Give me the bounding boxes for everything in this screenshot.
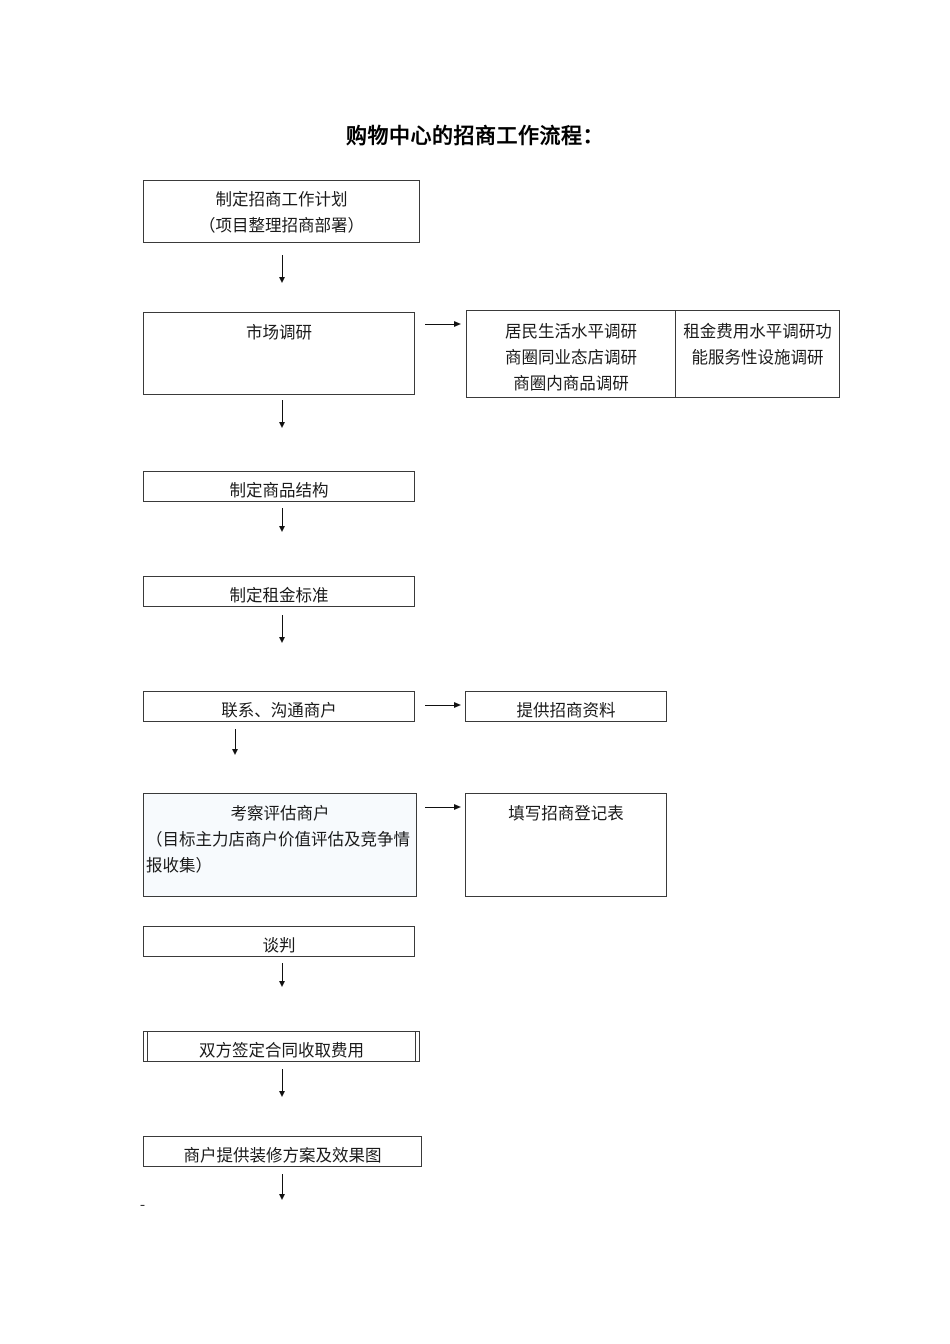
flow-box-plan[interactable]: 制定招商工作计划 （项目整理招商部署） <box>143 180 420 243</box>
flow-box-evaluate-line2: （目标主力店商户价值评估及竞争情 <box>146 830 410 849</box>
arrow-down-negotiation-to-contract <box>277 963 288 987</box>
arrow-down-contact-to-evaluate <box>230 729 241 755</box>
flow-box-negotiation[interactable]: 谈判 <box>143 926 415 957</box>
arrow-down-rent-to-contact <box>277 615 288 643</box>
flow-box-provide-materials[interactable]: 提供招商资料 <box>465 691 667 722</box>
trailing-dash-mark: - <box>140 1197 145 1213</box>
flow-box-plan-line2: （项目整理招商部署） <box>199 216 364 235</box>
flow-box-contact-merchant-line1: 联系、沟通商户 <box>221 701 337 720</box>
flow-box-sign-contract[interactable]: 双方签定合同收取费用 <box>143 1031 420 1062</box>
flow-box-product-structure[interactable]: 制定商品结构 <box>143 471 415 502</box>
flow-box-market-research-line1: 市场调研 <box>246 323 312 342</box>
flow-box-evaluate-line1: 考察评估商户 <box>230 804 330 823</box>
page-title: 购物中心的招商工作流程： <box>346 124 604 148</box>
arrow-down-research-to-structure <box>277 400 288 428</box>
arrow-right-contact-to-materials <box>425 700 461 711</box>
arrow-down-decoration-to-end <box>277 1174 288 1200</box>
research-left-item-1: 居民生活水平调研 <box>505 322 637 341</box>
arrow-down-contract-to-decoration <box>277 1069 288 1097</box>
flow-box-sign-contract-line1: 双方签定合同收取费用 <box>199 1041 364 1060</box>
flow-box-evaluate-line3: 报收集） <box>146 856 212 875</box>
arrow-right-research-to-table <box>425 319 461 330</box>
research-right-item-1: 租金费用水平调研功 <box>683 322 832 341</box>
flow-box-decoration-plan[interactable]: 商户提供装修方案及效果图 <box>143 1136 422 1167</box>
flow-box-market-research[interactable]: 市场调研 <box>143 312 415 395</box>
flow-box-registration-form[interactable]: 填写招商登记表 <box>465 793 667 897</box>
research-table-column-right: 租金费用水平调研功 能服务性设施调研 <box>676 311 839 397</box>
research-table-column-left: 居民生活水平调研 商圈同业态店调研 商圈内商品调研 <box>467 311 676 397</box>
flow-box-decoration-plan-line1: 商户提供装修方案及效果图 <box>183 1146 382 1165</box>
research-right-item-2: 能服务性设施调研 <box>691 348 824 367</box>
flow-box-product-structure-line1: 制定商品结构 <box>229 481 329 500</box>
flow-box-contact-merchant[interactable]: 联系、沟通商户 <box>143 691 415 722</box>
flow-box-negotiation-line1: 谈判 <box>262 936 296 955</box>
flow-box-evaluate-merchant[interactable]: 考察评估商户 （目标主力店商户价值评估及竞争情 报收集） <box>143 793 417 897</box>
flow-box-provide-materials-line1: 提供招商资料 <box>516 701 616 720</box>
arrow-down-plan-to-research <box>277 255 288 283</box>
research-left-item-3: 商圈内商品调研 <box>513 374 629 393</box>
research-detail-table[interactable]: 居民生活水平调研 商圈同业态店调研 商圈内商品调研 租金费用水平调研功 能服务性… <box>466 310 840 398</box>
flow-box-registration-form-line1: 填写招商登记表 <box>508 804 624 823</box>
flow-box-rent-standard-line1: 制定租金标准 <box>229 586 329 605</box>
flow-box-plan-line1: 制定招商工作计划 <box>215 190 348 209</box>
flow-box-rent-standard[interactable]: 制定租金标准 <box>143 576 415 607</box>
arrow-down-structure-to-rent <box>277 508 288 532</box>
arrow-right-evaluate-to-registration <box>425 802 461 813</box>
research-left-item-2: 商圈同业态店调研 <box>505 348 637 367</box>
